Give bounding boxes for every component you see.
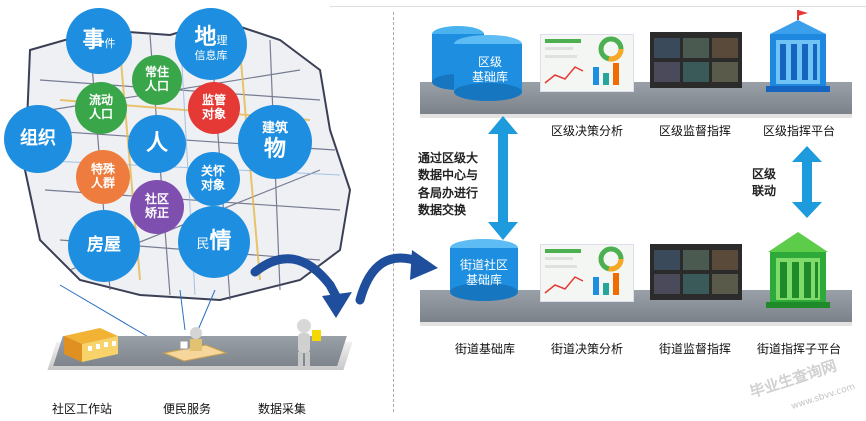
bubble-geo: 地理 信息库 bbox=[175, 8, 247, 80]
bubble-person: 人 bbox=[128, 115, 186, 173]
district-decision-chart bbox=[540, 34, 634, 92]
bubble-special-line1: 特殊 bbox=[90, 162, 115, 177]
linkage-text: 区级 联动 bbox=[752, 166, 776, 201]
bubble-resident-line1: 常住 bbox=[144, 65, 169, 80]
street-db-line2: 基础库 bbox=[465, 273, 502, 287]
bubble-org: 组织 bbox=[4, 105, 72, 173]
collection-label: 数据采集 bbox=[258, 402, 307, 416]
bubble-resident: 常住 人口 bbox=[132, 55, 182, 105]
linkage-line-2: 联动 bbox=[752, 184, 777, 199]
exchange-line-1: 通过区级大 bbox=[418, 151, 479, 165]
linkage-arrow bbox=[792, 146, 822, 218]
street-db-text: 街道社区 基础库 bbox=[448, 258, 520, 288]
bubble-building-line2: 物 bbox=[263, 136, 286, 162]
district-platform-label: 区级指挥平台 bbox=[763, 124, 836, 138]
bubble-event: 事件 bbox=[66, 8, 132, 74]
exchange-line-4: 数据交换 bbox=[418, 203, 467, 218]
street-db-line1: 街道社区 bbox=[459, 258, 508, 272]
bubble-house-text: 房屋 bbox=[87, 235, 121, 256]
bubble-geo-big: 地 bbox=[194, 25, 217, 51]
bubble-correction-line2: 矫正 bbox=[144, 206, 169, 220]
bubble-event-small: 件 bbox=[104, 37, 116, 51]
bubble-livelihood: 民情 bbox=[178, 206, 250, 278]
district-db-line1: 区级 bbox=[477, 55, 502, 69]
bubble-floating-line2: 人口 bbox=[88, 107, 113, 121]
street-db-icon bbox=[450, 239, 518, 301]
bubble-special-line2: 人群 bbox=[90, 176, 115, 190]
street-platform-label: 街道指挥子平台 bbox=[757, 342, 842, 356]
district-platform-icon bbox=[766, 10, 830, 92]
linkage-line-1: 区级 bbox=[752, 167, 777, 181]
bubble-care-line2: 对象 bbox=[200, 178, 225, 192]
bubble-geo-small: 理 bbox=[216, 34, 228, 48]
district-db-icon bbox=[432, 26, 522, 101]
bubble-supervise-line2: 对象 bbox=[201, 107, 226, 121]
bubble-care-line1: 关怀 bbox=[200, 164, 225, 179]
district-db-line2: 基础库 bbox=[471, 70, 508, 84]
bubble-building-line1: 建筑 bbox=[261, 120, 288, 136]
bubble-geo-line2: 信息库 bbox=[194, 49, 228, 63]
street-decision-chart bbox=[540, 244, 634, 302]
street-supervision-label: 街道监督指挥 bbox=[659, 342, 732, 356]
bubble-correction-line1: 社区 bbox=[144, 192, 169, 207]
district-decision-label: 区级决策分析 bbox=[551, 124, 624, 138]
bubble-livelihood-small: 民 bbox=[196, 237, 210, 253]
bubble-building: 建筑 物 bbox=[238, 105, 312, 179]
bubble-correction: 社区 矫正 bbox=[130, 180, 184, 234]
exchange-line-3: 各局办进行 bbox=[418, 185, 479, 200]
bubble-house: 房屋 bbox=[68, 210, 140, 282]
street-supervision-wall bbox=[650, 244, 742, 300]
center-divider bbox=[393, 12, 394, 412]
bubble-org-text: 组织 bbox=[20, 127, 56, 149]
workstation-label: 社区工作站 bbox=[52, 402, 113, 416]
district-supervision-wall bbox=[650, 32, 742, 88]
exchange-line-2: 数据中心与 bbox=[418, 168, 479, 183]
top-rule bbox=[330, 6, 866, 7]
bubble-resident-line2: 人口 bbox=[144, 79, 169, 93]
exchange-text: 通过区级大 数据中心与 各局办进行 数据交换 bbox=[418, 150, 478, 220]
street-decision-label: 街道决策分析 bbox=[551, 342, 624, 356]
workstation-icon bbox=[64, 328, 118, 362]
district-db-text: 区级 基础库 bbox=[458, 55, 522, 85]
bubble-supervise: 监管 对象 bbox=[188, 82, 240, 134]
bubble-person-text: 人 bbox=[145, 131, 168, 157]
street-db-label: 街道基础库 bbox=[455, 342, 516, 356]
bubble-special: 特殊 人群 bbox=[76, 150, 130, 204]
bubble-livelihood-big: 情 bbox=[209, 229, 232, 255]
street-platform-icon bbox=[766, 232, 830, 308]
bubble-event-big: 事 bbox=[82, 28, 105, 54]
district-supervision-label: 区级监督指挥 bbox=[659, 124, 732, 138]
service-desk-icon bbox=[162, 327, 228, 362]
bubble-floating: 流动 人口 bbox=[75, 82, 127, 134]
bubble-floating-line1: 流动 bbox=[88, 93, 113, 108]
service-label: 便民服务 bbox=[163, 402, 212, 416]
bubble-care: 关怀 对象 bbox=[186, 152, 240, 206]
bubble-supervise-line1: 监管 bbox=[201, 93, 226, 108]
exchange-arrow bbox=[488, 116, 518, 240]
data-collection-icon bbox=[297, 319, 321, 366]
